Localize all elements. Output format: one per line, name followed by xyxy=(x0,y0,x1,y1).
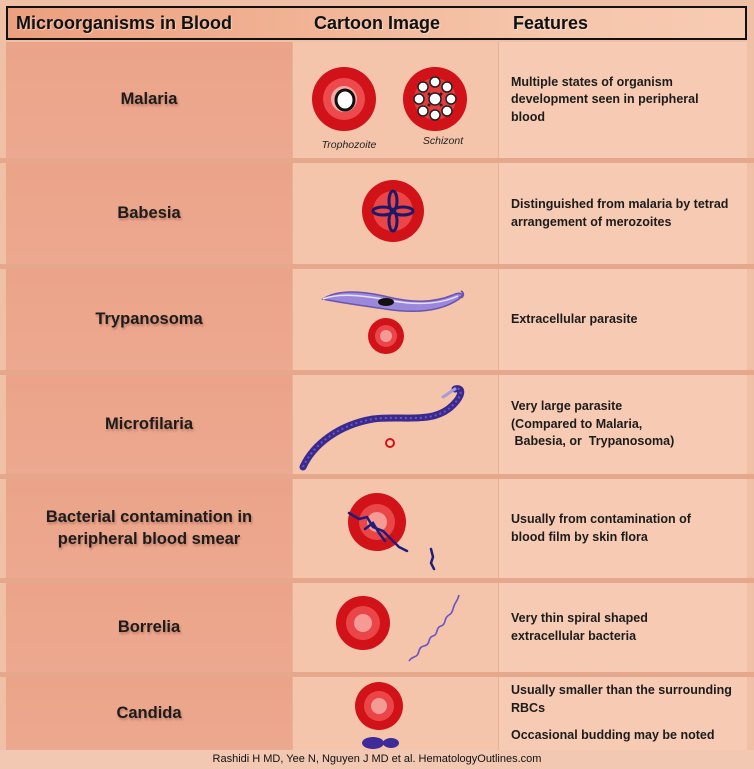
citation-credit: Rashidi H MD, Yee N, Nguyen J MD et al. … xyxy=(212,753,542,765)
organism-name: Bacterial contamination in peripheral bl… xyxy=(6,479,292,578)
features-malaria: Multiple states of organism development … xyxy=(499,42,747,158)
feature-text: Usually from contamination of blood film… xyxy=(511,512,691,544)
trophozoite-label: Trophozoite xyxy=(322,139,377,151)
cartoon-borrelia xyxy=(292,583,499,672)
babesia-rbc-icon xyxy=(362,180,424,242)
trypanosome-icon xyxy=(321,290,465,313)
feature-text: Very large parasite xyxy=(511,399,623,414)
header-microorganisms: Microorganisms in Blood xyxy=(16,12,233,33)
table-row-trypanosoma: Trypanosoma Extracellular parasite xyxy=(6,269,747,370)
candida-yeast-icon xyxy=(362,737,399,749)
features-babesia: Distinguished from malaria by tetrad arr… xyxy=(499,163,747,264)
borrelia-spiral-icon xyxy=(408,594,460,662)
feature-text: (Compared to Malaria, xyxy=(511,416,643,431)
feature-text: Babesia, or Trypanosoma) xyxy=(511,434,675,449)
organism-name: Babesia xyxy=(6,163,292,264)
cartoon-bacterial xyxy=(292,479,499,578)
table-row-candida: Candida Usually smaller than the surroun… xyxy=(6,677,747,750)
feature-text: Usually smaller than the surrounding RBC… xyxy=(511,683,732,715)
features-bacterial: Usually from contamination of blood film… xyxy=(499,479,747,578)
features-borrelia: Very thin spiral shaped extracellular ba… xyxy=(499,583,747,672)
feature-text: Very thin spiral shaped extracellular ba… xyxy=(511,611,648,643)
cartoon-malaria: Trophozoite Schizont xyxy=(292,42,499,158)
cartoon-trypanosoma xyxy=(292,269,499,370)
cartoon-candida xyxy=(292,677,499,750)
organism-name: Microfilaria xyxy=(6,375,292,474)
features-trypanosoma: Extracellular parasite xyxy=(499,269,747,370)
feature-text: Extracellular parasite xyxy=(511,311,638,326)
feature-text: Occasional budding may be noted xyxy=(511,728,715,743)
bacteria-icon xyxy=(347,511,436,571)
schizont-label: Schizont xyxy=(423,135,464,147)
table-row-bacterial: Bacterial contamination in peripheral bl… xyxy=(6,479,747,578)
bacterial-rbc-icon xyxy=(348,493,406,551)
table-row-malaria: Malaria xyxy=(6,42,747,158)
row-divider xyxy=(0,672,754,677)
row-divider xyxy=(0,370,754,375)
microorganism-table: Microorganisms in Blood Cartoon Image Fe… xyxy=(0,0,754,750)
table-row-borrelia: Borrelia Very thin spiral shaped extrace… xyxy=(6,583,747,672)
row-divider xyxy=(0,158,754,163)
table-row-babesia: Babesia Distinguished from malaria by te… xyxy=(6,163,747,264)
header-features: Features xyxy=(513,12,589,33)
trophozoite-rbc-icon xyxy=(312,67,376,131)
table-row-microfilaria: Microfilaria Very large parasite (Compar… xyxy=(6,375,747,474)
feature-text: Distinguished from malaria by tetrad arr… xyxy=(511,197,729,229)
organism-name: Borrelia xyxy=(6,583,292,672)
microfilaria-icon xyxy=(299,385,465,471)
header-cartoon-image: Cartoon Image xyxy=(314,12,441,33)
borrelia-rbc-icon xyxy=(336,596,390,650)
cartoon-babesia xyxy=(292,163,499,264)
trypanosoma-rbc-icon xyxy=(368,318,404,354)
row-divider xyxy=(0,264,754,269)
table-header: Microorganisms in Blood Cartoon Image Fe… xyxy=(6,6,747,40)
candida-rbc-icon xyxy=(355,682,403,730)
row-divider xyxy=(0,578,754,583)
organism-name: Trypanosoma xyxy=(6,269,292,370)
organism-name: Candida xyxy=(6,677,292,750)
cartoon-microfilaria xyxy=(292,375,499,474)
features-microfilaria: Very large parasite (Compared to Malaria… xyxy=(499,375,747,474)
organism-name: Malaria xyxy=(6,42,292,158)
schizont-rbc-icon xyxy=(403,67,467,131)
microfilaria-rbc-icon xyxy=(385,438,395,448)
feature-text: Multiple states of organism development … xyxy=(511,74,699,124)
features-candida: Usually smaller than the surrounding RBC… xyxy=(499,677,747,750)
row-divider xyxy=(0,474,754,479)
